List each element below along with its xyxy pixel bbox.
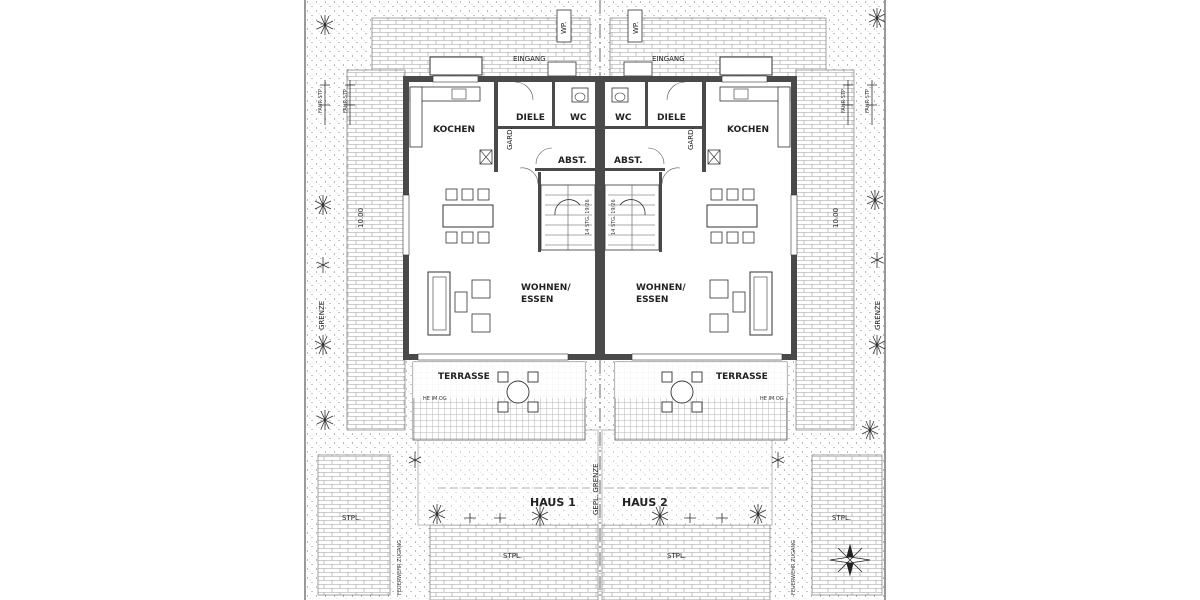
feuerwehr-label-left: FEUERWEHR ZUGANG — [397, 540, 403, 595]
grenze-label-right: GRENZE — [874, 301, 882, 330]
abst-label-2: ABST. — [614, 156, 643, 166]
dimension-label-left: 10.00 — [357, 208, 365, 228]
terrasse-label-1: TERRASSE — [438, 372, 490, 382]
gard-label-2: GARD. — [687, 127, 695, 150]
diele-label-2: DIELE — [657, 113, 686, 123]
garden — [417, 429, 773, 526]
diele-label-1: DIELE — [516, 113, 545, 123]
heat-pump-units — [556, 9, 643, 43]
stpl-label-center-1: STPL. — [503, 552, 522, 560]
abst-label-1: ABST. — [558, 156, 587, 166]
stpl-label-center-2: STPL. — [667, 552, 686, 560]
gard-label-1: GARD. — [506, 127, 514, 150]
eingang-label-1: EINGANG — [513, 55, 546, 63]
terrasse-label-2: TERRASSE — [716, 372, 768, 382]
gepl-grenze-label: GEPL. GRENZE — [592, 463, 600, 515]
stpl-label-right: STPL. — [832, 514, 851, 522]
wp-label-2: WP. — [632, 22, 640, 34]
fahr-stp-label-left-1: FAHR-STP — [318, 89, 324, 113]
feuerwehr-label-right: FEUERWEHR ZUGANG — [791, 540, 797, 595]
tree-icons — [314, 8, 886, 526]
haus-1-label: HAUS 1 — [530, 496, 576, 509]
fahr-stp-label-left-2: FAHR-STP — [343, 89, 349, 113]
eingang-label-2: EINGANG — [652, 55, 685, 63]
wohnen-label-2a: WOHNEN/ — [636, 283, 686, 293]
wp-label-1: WP. — [560, 22, 568, 34]
kochen-label-1: KOCHEN — [433, 125, 475, 135]
wohnen-label-2b: ESSEN — [636, 295, 668, 305]
kochen-label-2: KOCHEN — [727, 125, 769, 135]
fahr-stp-label-right-1: FAHR-STP — [841, 89, 847, 113]
grenze-label-left: GRENZE — [318, 301, 326, 330]
bike-stand-icons — [320, 80, 877, 125]
wohnen-label-1a: WOHNEN/ — [521, 283, 571, 293]
dimension-label-right: 10.00 — [832, 208, 840, 228]
wc-label-2: WC — [615, 113, 632, 123]
haus-2-label: HAUS 2 — [622, 496, 668, 509]
stpl-label-left: STPL. — [342, 514, 361, 522]
house-1 — [402, 75, 600, 361]
fahr-stp-label-right-2: FAHR-STP — [865, 89, 871, 113]
terrace-tables — [497, 371, 703, 413]
wohnen-label-1b: ESSEN — [521, 295, 553, 305]
wc-label-1: WC — [570, 113, 587, 123]
height-mark-1: HE IM OG — [423, 396, 447, 402]
north-arrow-icon — [829, 543, 871, 577]
house-2 — [600, 75, 798, 361]
stairs-label-1: 14 STG. 19/26 — [585, 199, 591, 235]
height-mark-2: HE IM OG — [760, 396, 784, 402]
stairs-label-2: 14 STG. 19/26 — [611, 199, 617, 235]
